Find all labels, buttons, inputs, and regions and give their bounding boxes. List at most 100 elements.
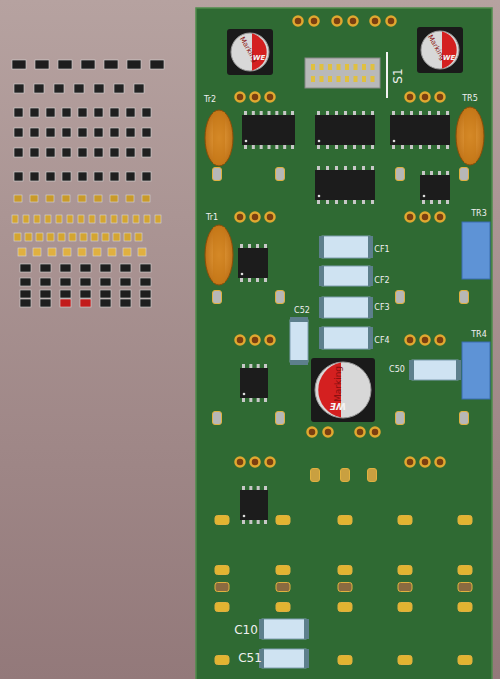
- palette-part: [60, 278, 71, 286]
- ic-chip: [240, 368, 268, 398]
- solder-pad: [338, 656, 352, 665]
- palette-part: [62, 128, 71, 137]
- silkscreen-line: [386, 52, 388, 98]
- palette-part: [126, 148, 135, 157]
- palette-part: [54, 84, 64, 93]
- connector-pin: [371, 64, 375, 70]
- solder-pad: [276, 412, 285, 425]
- part-designator: C10: [234, 624, 258, 636]
- palette-part: [102, 233, 109, 241]
- palette-part: [45, 215, 51, 223]
- palette-part: [60, 299, 71, 307]
- through-hole: [294, 17, 303, 26]
- palette-part: [33, 248, 41, 256]
- palette-part: [140, 278, 151, 286]
- solder-pad: [458, 516, 472, 525]
- through-hole: [251, 458, 260, 467]
- through-hole: [324, 428, 333, 437]
- connector-pin: [362, 76, 366, 82]
- part-designator: TR4: [471, 331, 487, 339]
- palette-part: [14, 148, 23, 157]
- solder-pad: [276, 566, 290, 575]
- transformer-tr4: [462, 342, 490, 399]
- palette-part: [113, 233, 120, 241]
- palette-part: [78, 108, 87, 117]
- palette-part: [35, 60, 49, 69]
- solder-pad: [460, 412, 469, 425]
- through-hole: [236, 336, 245, 345]
- palette-part: [81, 60, 95, 69]
- palette-part: [69, 233, 76, 241]
- cap-base: [227, 29, 273, 75]
- connector-pin: [320, 76, 324, 82]
- ic-chip: [242, 115, 295, 145]
- palette-part: [58, 233, 65, 241]
- through-hole: [387, 17, 396, 26]
- electrolytic-capacitor: [315, 362, 371, 418]
- connector-pin: [337, 64, 341, 70]
- electrolytic-capacitor: [421, 31, 459, 69]
- connector-pin: [354, 76, 358, 82]
- through-hole: [308, 428, 317, 437]
- cap-marking: WE: [253, 55, 266, 62]
- toroid-tr5: [456, 107, 484, 165]
- palette-part: [80, 264, 91, 272]
- palette-part: [40, 278, 51, 286]
- palette-part: [14, 172, 23, 181]
- palette-part: [14, 233, 21, 241]
- part-designator: CF1: [374, 246, 389, 254]
- palette-part: [34, 84, 44, 93]
- solder-pad: [276, 603, 290, 612]
- through-hole: [406, 93, 415, 102]
- capacitor-terminals: [259, 236, 461, 668]
- ic-chip: [238, 248, 268, 278]
- palette-part: [126, 128, 135, 137]
- through-hole: [436, 213, 445, 222]
- solder-pad: [215, 603, 229, 612]
- palette-part: [30, 128, 39, 137]
- palette-part: [67, 215, 73, 223]
- ic-chip: [315, 115, 375, 145]
- solder-pad: [398, 656, 412, 665]
- through-hole: [236, 93, 245, 102]
- connector-pin: [320, 64, 324, 70]
- palette-part: [20, 278, 31, 286]
- solder-pad: [276, 516, 290, 525]
- palette-part: [111, 215, 117, 223]
- part-designator: C52: [294, 307, 310, 315]
- connector-pin: [311, 76, 315, 82]
- palette-part: [123, 248, 131, 256]
- transformer-tr3: [462, 222, 490, 279]
- film-capacitors: [262, 236, 458, 668]
- solder-pad: [368, 469, 377, 482]
- through-hole: [266, 336, 275, 345]
- solder-pad: [398, 583, 412, 592]
- palette-part: [126, 108, 135, 117]
- palette-part: [91, 233, 98, 241]
- through-hole: [421, 336, 430, 345]
- electrolytic-capacitor: [231, 33, 269, 71]
- palette-part: [78, 195, 86, 202]
- solder-pad: [458, 583, 472, 592]
- connector-pin: [311, 64, 315, 70]
- palette-part: [110, 128, 119, 137]
- palette-part: [104, 60, 118, 69]
- palette-part: [14, 84, 24, 93]
- palette-part: [100, 215, 106, 223]
- through-hole: [421, 213, 430, 222]
- palette-part: [62, 148, 71, 157]
- palette-part: [94, 84, 104, 93]
- through-hole: [310, 17, 319, 26]
- through-hole: [251, 93, 260, 102]
- palette-part: [133, 215, 139, 223]
- solder-pad: [396, 291, 405, 304]
- palette-part: [124, 233, 131, 241]
- palette-part: [12, 215, 18, 223]
- ic-chip: [390, 115, 450, 145]
- connector-pin: [328, 76, 332, 82]
- part-designator: TR5: [462, 95, 478, 103]
- palette-part: [62, 172, 71, 181]
- cap-marking: WE: [330, 401, 346, 410]
